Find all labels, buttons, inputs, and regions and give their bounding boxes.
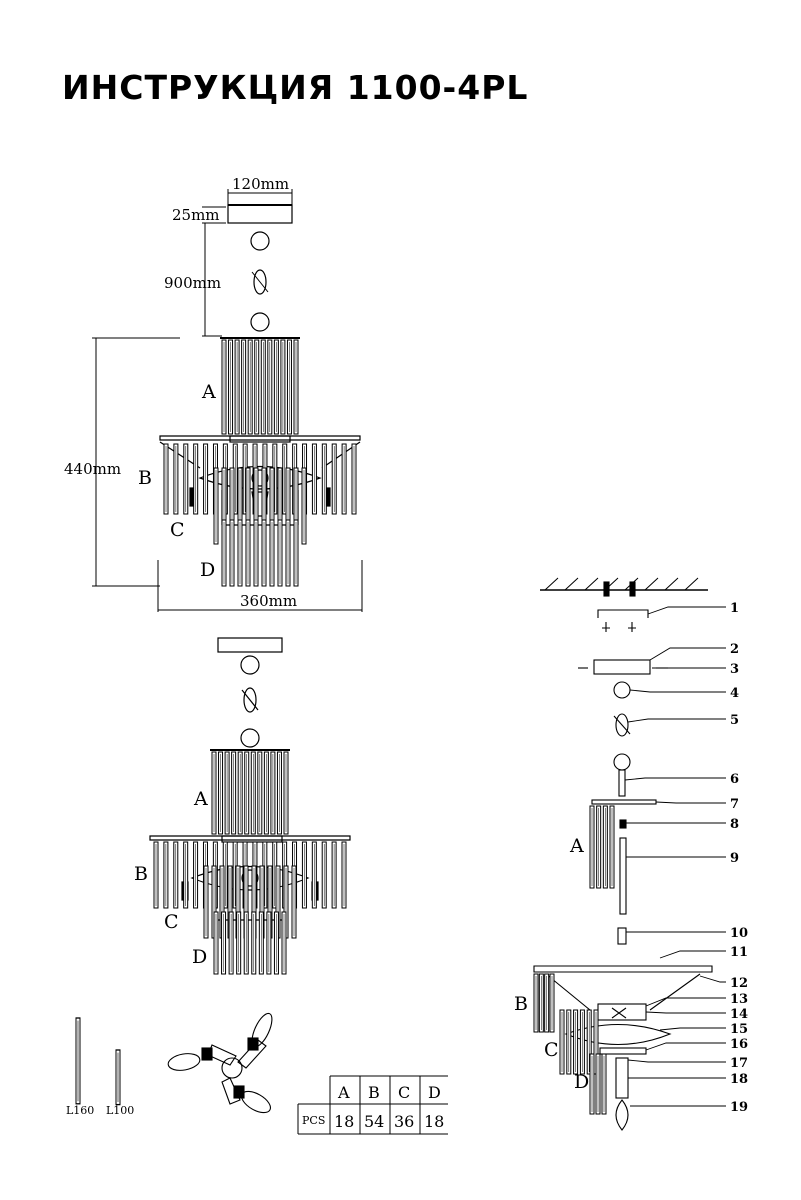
label-a: A — [201, 381, 216, 403]
pcs-table — [297, 1075, 448, 1135]
crystal-length-100: L100 — [106, 1104, 134, 1117]
callout-leader — [645, 1011, 726, 1014]
pcs-value-a: 18 — [334, 1112, 354, 1131]
label-c-3: C — [544, 1039, 559, 1061]
canopy — [227, 204, 293, 224]
dim-canopy-height: 25mm — [172, 206, 220, 224]
callout-leader — [659, 950, 726, 959]
callout-leader — [645, 997, 726, 1007]
callout-leaders — [624, 606, 726, 1107]
label-b-3: B — [514, 993, 528, 1015]
pcs-value-c: 36 — [394, 1112, 414, 1131]
label-a-2: A — [193, 788, 208, 810]
callout-label-19: 19 — [730, 1100, 748, 1115]
callout-label-2: 2 — [730, 642, 739, 657]
pcs-value-d: 18 — [424, 1112, 444, 1131]
callout-label-10: 10 — [730, 926, 748, 941]
label-d-3: D — [574, 1071, 589, 1093]
crystal-length-160: L160 — [66, 1104, 94, 1117]
dim-canopy-width: 120mm — [232, 175, 289, 193]
dim-chain-length: 900mm — [164, 274, 221, 292]
callout-leader — [659, 1027, 726, 1031]
callout-label-8: 8 — [730, 817, 739, 832]
label-b: B — [138, 467, 152, 489]
callout-label-13: 13 — [730, 992, 748, 1007]
callout-leader — [699, 975, 726, 983]
callout-label-16: 16 — [730, 1037, 748, 1052]
elevation-drawing — [159, 204, 361, 526]
callout-label-4: 4 — [730, 686, 739, 701]
label-b-2: B — [134, 863, 148, 885]
label-d-2: D — [192, 946, 207, 968]
pcs-col-d: D — [428, 1083, 441, 1102]
chain-ring-bottom — [250, 312, 270, 332]
callout-label-11: 11 — [730, 945, 748, 960]
crystal-rods-top — [163, 339, 357, 587]
dim-total-width: 360mm — [240, 592, 297, 610]
pcs-row-label: PCS — [302, 1114, 325, 1127]
tier-b-ring — [159, 435, 361, 441]
callout-leader — [627, 718, 726, 723]
dimension-lines — [92, 189, 363, 612]
label-a-3: A — [569, 835, 584, 857]
callout-label-17: 17 — [730, 1056, 748, 1071]
callout-label-12: 12 — [730, 976, 748, 991]
pcs-col-b: B — [368, 1083, 380, 1102]
callout-label-3: 3 — [730, 662, 739, 677]
candle-arms-top-view — [167, 1012, 273, 1114]
callout-leader — [647, 606, 726, 615]
callout-leader — [629, 689, 726, 693]
callout-label-14: 14 — [730, 1007, 748, 1022]
dim-total-height: 440mm — [64, 460, 121, 478]
chain-link — [253, 269, 267, 295]
crystal-rods-mid — [153, 751, 347, 975]
callout-label-6: 6 — [730, 772, 739, 787]
callout-label-15: 15 — [730, 1022, 748, 1037]
page-title: ИНСТРУКЦИЯ 1100-4PL — [62, 68, 529, 107]
callout-label-7: 7 — [730, 797, 739, 812]
callout-leader — [655, 801, 726, 804]
callout-leader — [649, 647, 726, 661]
label-c-2: C — [164, 911, 179, 933]
chain-ring-top — [250, 231, 270, 251]
callout-leader — [645, 1042, 726, 1051]
pcs-col-c: C — [398, 1083, 410, 1102]
callout-label-18: 18 — [730, 1072, 748, 1087]
assembled-drawing — [149, 637, 351, 921]
pcs-col-a: A — [337, 1083, 350, 1102]
label-c: C — [170, 519, 185, 541]
callout-leader — [627, 1059, 726, 1063]
crystal-rods-exploded — [533, 805, 615, 1115]
pcs-value-b: 54 — [364, 1112, 384, 1131]
callout-label-9: 9 — [730, 851, 739, 866]
callout-label-1: 1 — [730, 601, 739, 616]
label-d: D — [200, 559, 215, 581]
crystal-samples — [75, 1017, 121, 1106]
callout-label-5: 5 — [730, 713, 739, 728]
callout-leader — [624, 777, 726, 781]
